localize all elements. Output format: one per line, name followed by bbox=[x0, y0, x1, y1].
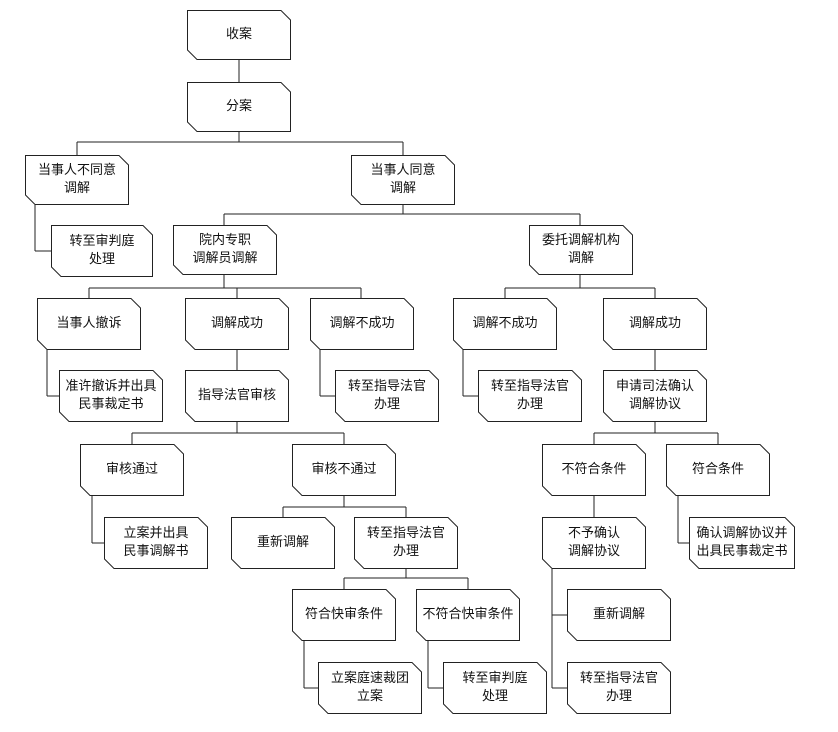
node-outline bbox=[187, 82, 291, 132]
node-party-withdraw: 当事人撤诉 bbox=[37, 298, 141, 350]
node-mediation-success-a: 调解成功 bbox=[185, 298, 289, 350]
node-party-agree: 当事人同意 调解 bbox=[351, 155, 455, 205]
node-outline bbox=[351, 155, 455, 205]
node-transfer-trial-2: 转至审判庭 处理 bbox=[443, 662, 547, 714]
node-label: 不予确认 调解协议 bbox=[567, 526, 620, 559]
node-apply-judicial-confirm: 申请司法确认 调解协议 bbox=[603, 370, 707, 422]
node-mediation-fail-a: 调解不成功 bbox=[310, 298, 414, 350]
node-label: 立案庭速裁团 立案 bbox=[330, 671, 409, 704]
node-outline bbox=[292, 589, 396, 641]
node-party-disagree: 当事人不同意 调解 bbox=[25, 155, 129, 205]
node-label: 调解不成功 bbox=[329, 316, 395, 331]
node-outline bbox=[542, 517, 646, 569]
node-review-fail: 审核不通过 bbox=[292, 444, 396, 496]
node-transfer-judge-4: 转至指导法官 办理 bbox=[567, 662, 671, 714]
node-label: 调解成功 bbox=[628, 316, 681, 331]
node-confirm-agreement: 确认调解协议并 出具民事裁定书 bbox=[689, 517, 795, 569]
node-outline bbox=[529, 225, 633, 275]
node-label: 转至审判庭 处理 bbox=[69, 234, 135, 267]
node-outline bbox=[173, 225, 277, 275]
node-transfer-judge-3: 转至指导法官 办理 bbox=[354, 517, 458, 569]
node-fast-track: 符合快审条件 bbox=[292, 589, 396, 641]
node-outline bbox=[187, 10, 291, 60]
node-outline bbox=[603, 298, 707, 350]
node-label: 转至审判庭 处理 bbox=[462, 671, 528, 704]
node-label: 确认调解协议并 出具民事裁定书 bbox=[696, 526, 788, 559]
node-label: 审核通过 bbox=[105, 462, 158, 477]
node-label: 调解成功 bbox=[210, 316, 263, 331]
node-label: 转至指导法官 办理 bbox=[366, 526, 445, 559]
node-review-pass: 审核通过 bbox=[80, 444, 184, 496]
node-outline bbox=[335, 370, 439, 422]
node-outline bbox=[37, 298, 141, 350]
node-label: 不符合快审条件 bbox=[422, 607, 514, 622]
node-label: 院内专职 调解员调解 bbox=[192, 233, 258, 266]
node-label: 立案并出具 民事调解书 bbox=[123, 526, 189, 559]
node-outline bbox=[567, 589, 671, 641]
node-outline bbox=[59, 370, 163, 422]
node-label: 申请司法确认 调解协议 bbox=[615, 379, 694, 412]
node-outline bbox=[185, 370, 289, 422]
node-label: 委托调解机构 调解 bbox=[541, 233, 620, 266]
node-label: 转至指导法官 办理 bbox=[347, 379, 426, 412]
node-outline bbox=[603, 370, 707, 422]
node-outline bbox=[666, 444, 770, 496]
node-outline bbox=[231, 517, 335, 569]
node-transfer-trial-1: 转至审判庭 处理 bbox=[51, 225, 153, 277]
node-not-fast-track: 不符合快审条件 bbox=[416, 589, 520, 641]
node-outline bbox=[80, 444, 184, 496]
node-outline bbox=[310, 298, 414, 350]
node-outline bbox=[567, 662, 671, 714]
node-eligible: 符合条件 bbox=[666, 444, 770, 496]
node-outline bbox=[443, 662, 547, 714]
node-outline bbox=[689, 517, 795, 569]
node-label: 收案 bbox=[225, 27, 252, 42]
node-label: 分案 bbox=[225, 99, 252, 114]
node-mediation-fail-b: 调解不成功 bbox=[453, 298, 557, 350]
node-label: 当事人撤诉 bbox=[56, 316, 122, 331]
node-not-confirm-agreement: 不予确认 调解协议 bbox=[542, 517, 646, 569]
node-case-assignment: 分案 bbox=[187, 82, 291, 132]
node-outline bbox=[318, 662, 422, 714]
node-remediate-b: 重新调解 bbox=[567, 589, 671, 641]
node-outline bbox=[416, 589, 520, 641]
node-label: 符合快审条件 bbox=[304, 607, 383, 622]
node-inhouse-mediation: 院内专职 调解员调解 bbox=[173, 225, 277, 275]
node-fast-track-filing: 立案庭速裁团 立案 bbox=[318, 662, 422, 714]
node-outline bbox=[185, 298, 289, 350]
node-remediate-a: 重新调解 bbox=[231, 517, 335, 569]
node-file-and-mediation-doc: 立案并出具 民事调解书 bbox=[104, 517, 208, 569]
node-approve-withdraw: 准许撤诉并出具 民事裁定书 bbox=[59, 370, 163, 422]
node-outline bbox=[292, 444, 396, 496]
node-mediation-success-b: 调解成功 bbox=[603, 298, 707, 350]
node-label: 转至指导法官 办理 bbox=[490, 379, 569, 412]
node-outline bbox=[25, 155, 129, 205]
node-entrusted-mediation: 委托调解机构 调解 bbox=[529, 225, 633, 275]
node-label: 转至指导法官 办理 bbox=[579, 671, 658, 704]
node-transfer-judge-2: 转至指导法官 办理 bbox=[478, 370, 582, 422]
node-label: 重新调解 bbox=[256, 535, 309, 550]
node-outline bbox=[104, 517, 208, 569]
node-label: 不符合条件 bbox=[561, 462, 627, 477]
node-label: 指导法官审核 bbox=[197, 388, 276, 403]
node-case-received: 收案 bbox=[187, 10, 291, 60]
node-outline bbox=[542, 444, 646, 496]
node-label: 审核不通过 bbox=[311, 462, 377, 477]
node-not-eligible: 不符合条件 bbox=[542, 444, 646, 496]
node-label: 准许撤诉并出具 民事裁定书 bbox=[65, 379, 157, 412]
node-outline bbox=[478, 370, 582, 422]
node-outline bbox=[453, 298, 557, 350]
node-label: 当事人同意 调解 bbox=[370, 163, 436, 196]
node-label: 调解不成功 bbox=[472, 316, 538, 331]
node-transfer-judge-1: 转至指导法官 办理 bbox=[335, 370, 439, 422]
node-outline bbox=[51, 225, 153, 277]
node-judge-review: 指导法官审核 bbox=[185, 370, 289, 422]
node-label: 重新调解 bbox=[592, 607, 645, 622]
node-outline bbox=[354, 517, 458, 569]
node-label: 当事人不同意 调解 bbox=[37, 163, 116, 196]
node-label: 符合条件 bbox=[691, 462, 744, 477]
